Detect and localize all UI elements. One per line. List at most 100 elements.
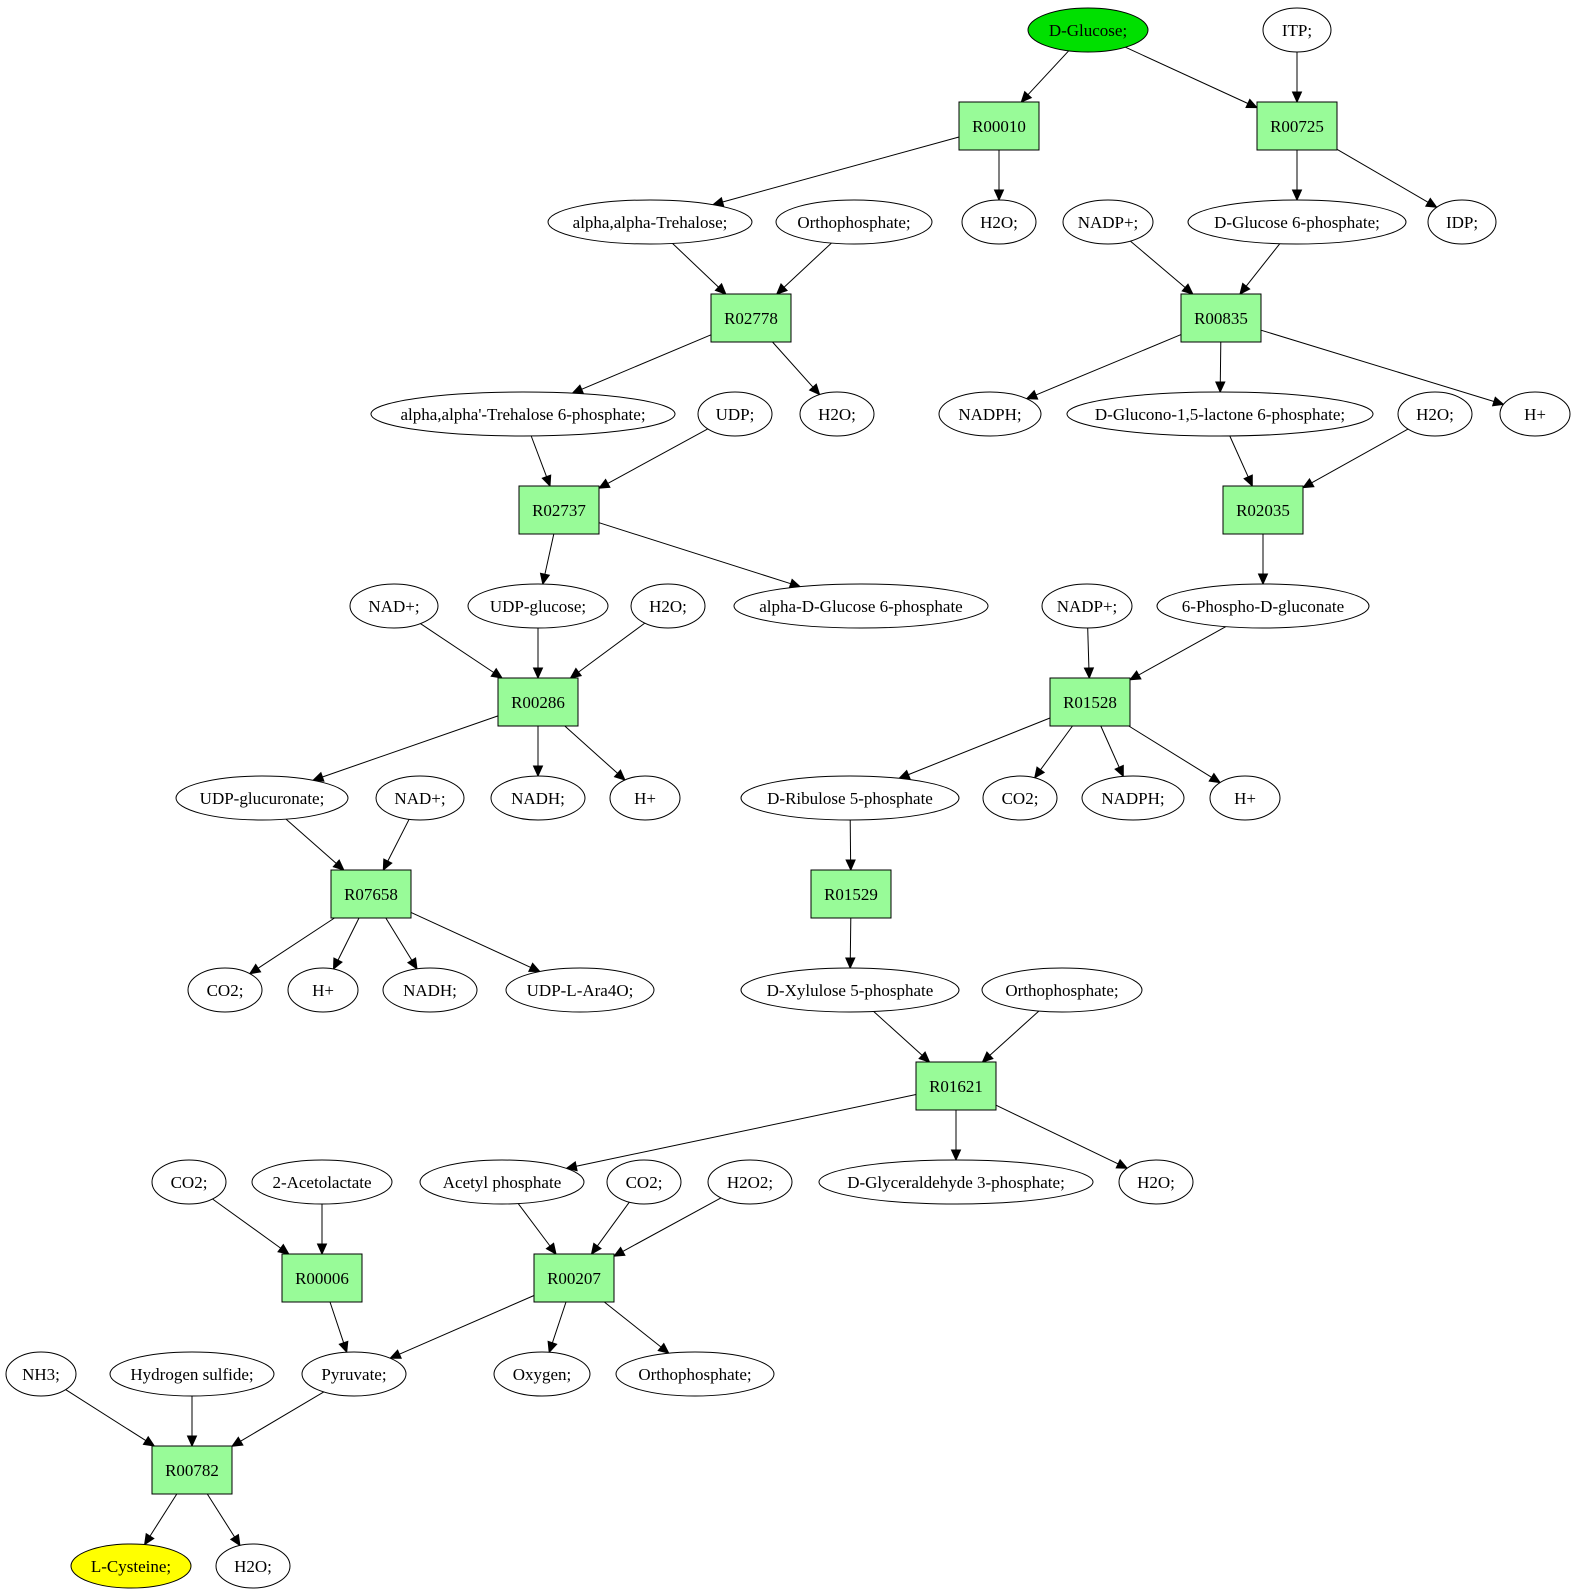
edge-r00725-to-g6p [1291, 150, 1303, 202]
compound-node-idp[interactable]: IDP; [1427, 199, 1497, 245]
arrow-head [389, 1349, 402, 1359]
compound-node-udpglucose[interactable]: UDP-glucose; [467, 583, 609, 629]
compound-node-glucono[interactable]: D-Glucono-1,5-lactone 6-phosphate; [1066, 391, 1374, 437]
compound-node-nadp2[interactable]: NADP+; [1041, 583, 1133, 629]
edge-line [240, 1391, 325, 1442]
compound-node-nadh1[interactable]: NADH; [490, 775, 586, 821]
edge-line [1245, 243, 1281, 287]
reaction-node-r01621[interactable]: R01621 [915, 1061, 997, 1111]
arrow-head [332, 859, 345, 871]
compound-node-ortho3[interactable]: Orthophosphate; [615, 1351, 775, 1397]
compound-node-dglucose[interactable]: D-Glucose; [1027, 7, 1149, 53]
reaction-node-r02035[interactable]: R02035 [1222, 485, 1304, 535]
reaction-node-r07658[interactable]: R07658 [330, 869, 412, 919]
compound-node-udp[interactable]: UDP; [697, 391, 773, 437]
edge-line [603, 1301, 662, 1348]
edge-line [420, 623, 494, 673]
edge-line [329, 1301, 345, 1343]
edge-line [1125, 46, 1249, 104]
compound-node-phosphogluconate[interactable]: 6-Phospho-D-gluconate [1156, 583, 1370, 629]
compound-node-h2o_3[interactable]: H2O; [1397, 391, 1473, 437]
compound-node-co2_4[interactable]: CO2; [606, 1159, 682, 1205]
compound-node-ortho1[interactable]: Orthophosphate; [775, 199, 933, 245]
edge-r00835-to-nadph1 [1025, 334, 1182, 400]
compound-node-ortho2[interactable]: Orthophosphate; [981, 967, 1143, 1013]
edge-line [1229, 435, 1249, 478]
compound-node-adg6p[interactable]: alpha-D-Glucose 6-phosphate [733, 583, 989, 629]
reaction-box [1222, 485, 1304, 535]
arrow-head [332, 957, 343, 971]
compound-node-pyruvate[interactable]: Pyruvate; [301, 1351, 407, 1397]
arrow-head [547, 1340, 558, 1354]
arrow-head [316, 1243, 328, 1256]
compound-node-h2o2[interactable]: H2O2; [707, 1159, 793, 1205]
compound-ellipse [187, 967, 263, 1013]
compound-node-h2o_6[interactable]: H2O; [215, 1543, 291, 1589]
reaction-node-r00207[interactable]: R00207 [533, 1253, 615, 1303]
node-label: NAD+; [368, 597, 419, 616]
reaction-node-r01529[interactable]: R01529 [810, 869, 892, 919]
compound-node-g3p[interactable]: D-Glyceraldehyde 3-phosphate; [818, 1159, 1094, 1205]
compound-node-co2_3[interactable]: CO2; [151, 1159, 227, 1205]
reaction-node-r01528[interactable]: R01528 [1049, 677, 1131, 727]
edge-line [387, 819, 410, 862]
reaction-node-r00782[interactable]: R00782 [151, 1445, 233, 1495]
compound-ellipse [419, 1159, 585, 1205]
reaction-node-r02737[interactable]: R02737 [518, 485, 600, 535]
compound-node-itp[interactable]: ITP; [1262, 7, 1332, 53]
compound-node-nadp1[interactable]: NADP+; [1062, 199, 1154, 245]
edge-r00010-to-trehalose [711, 136, 960, 208]
edges-layer [65, 46, 1505, 1547]
arrow-head [981, 1051, 994, 1063]
compound-node-co2_2[interactable]: CO2; [187, 967, 263, 1013]
compound-node-oxygen[interactable]: Oxygen; [493, 1351, 591, 1397]
edge-r00010-to-h2o_1 [993, 150, 1005, 202]
compound-node-acetylp[interactable]: Acetyl phosphate [419, 1159, 585, 1205]
compound-node-h2o_5[interactable]: H2O; [1118, 1159, 1194, 1205]
compound-node-xylulose[interactable]: D-Xylulose 5-phosphate [740, 967, 960, 1013]
arrow-head [918, 1051, 931, 1063]
compound-ellipse [1027, 7, 1149, 53]
compound-node-ribulose[interactable]: D-Ribulose 5-phosphate [740, 775, 960, 821]
edge-ribulose-to-r01529 [845, 819, 856, 872]
compound-node-hplus3[interactable]: H+ [1209, 775, 1281, 821]
compound-node-acetolactate[interactable]: 2-Acetolactate [251, 1159, 393, 1205]
compound-node-nadh2[interactable]: NADH; [382, 967, 478, 1013]
compound-node-h2s[interactable]: Hydrogen sulfide; [109, 1351, 275, 1397]
compound-node-udpglucuronate[interactable]: UDP-glucuronate; [175, 775, 349, 821]
compound-node-lcysteine[interactable]: L-Cysteine; [70, 1543, 192, 1589]
node-label: H2O; [234, 1557, 272, 1576]
compound-ellipse [215, 1543, 291, 1589]
compound-node-nh3[interactable]: NH3; [5, 1351, 77, 1397]
reaction-node-r02778[interactable]: R02778 [710, 293, 792, 343]
reaction-node-r00006[interactable]: R00006 [281, 1253, 363, 1303]
compound-node-co2_1[interactable]: CO2; [982, 775, 1058, 821]
compound-ellipse [175, 775, 349, 821]
compound-node-hplus4[interactable]: H+ [287, 967, 359, 1013]
compound-node-trehalose[interactable]: alpha,alpha-Trehalose; [547, 199, 753, 245]
reaction-node-r00010[interactable]: R00010 [958, 101, 1040, 151]
compound-node-nadph1[interactable]: NADPH; [938, 391, 1042, 437]
compound-ellipse [775, 199, 933, 245]
compound-node-h2o_1[interactable]: H2O; [961, 199, 1037, 245]
arrow-head [657, 1342, 670, 1354]
compound-node-nadph2[interactable]: NADPH; [1081, 775, 1185, 821]
compound-node-hplus2[interactable]: H+ [609, 775, 681, 821]
compound-node-udplara[interactable]: UDP-L-Ara4O; [505, 967, 655, 1013]
edge-itp-to-r00725 [1291, 52, 1303, 104]
reaction-node-r00725[interactable]: R00725 [1256, 101, 1338, 151]
node-label: alpha-D-Glucose 6-phosphate [759, 597, 962, 616]
node-label: Hydrogen sulfide; [130, 1365, 253, 1384]
compound-node-h2o_4[interactable]: H2O; [630, 583, 706, 629]
compound-node-nad2[interactable]: NAD+; [375, 775, 465, 821]
compound-ellipse [818, 1159, 1094, 1205]
reaction-node-r00286[interactable]: R00286 [497, 677, 579, 727]
compound-node-nad1[interactable]: NAD+; [349, 583, 439, 629]
compound-node-h2o_2[interactable]: H2O; [799, 391, 875, 437]
reaction-node-r00835[interactable]: R00835 [1180, 293, 1262, 343]
compound-node-t6p[interactable]: alpha,alpha'-Trehalose 6-phosphate; [370, 391, 676, 437]
edge-line [581, 334, 712, 390]
compound-node-g6p[interactable]: D-Glucose 6-phosphate; [1187, 199, 1407, 245]
compound-node-hplus1[interactable]: H+ [1499, 391, 1571, 437]
node-label: UDP-glucose; [490, 597, 586, 616]
